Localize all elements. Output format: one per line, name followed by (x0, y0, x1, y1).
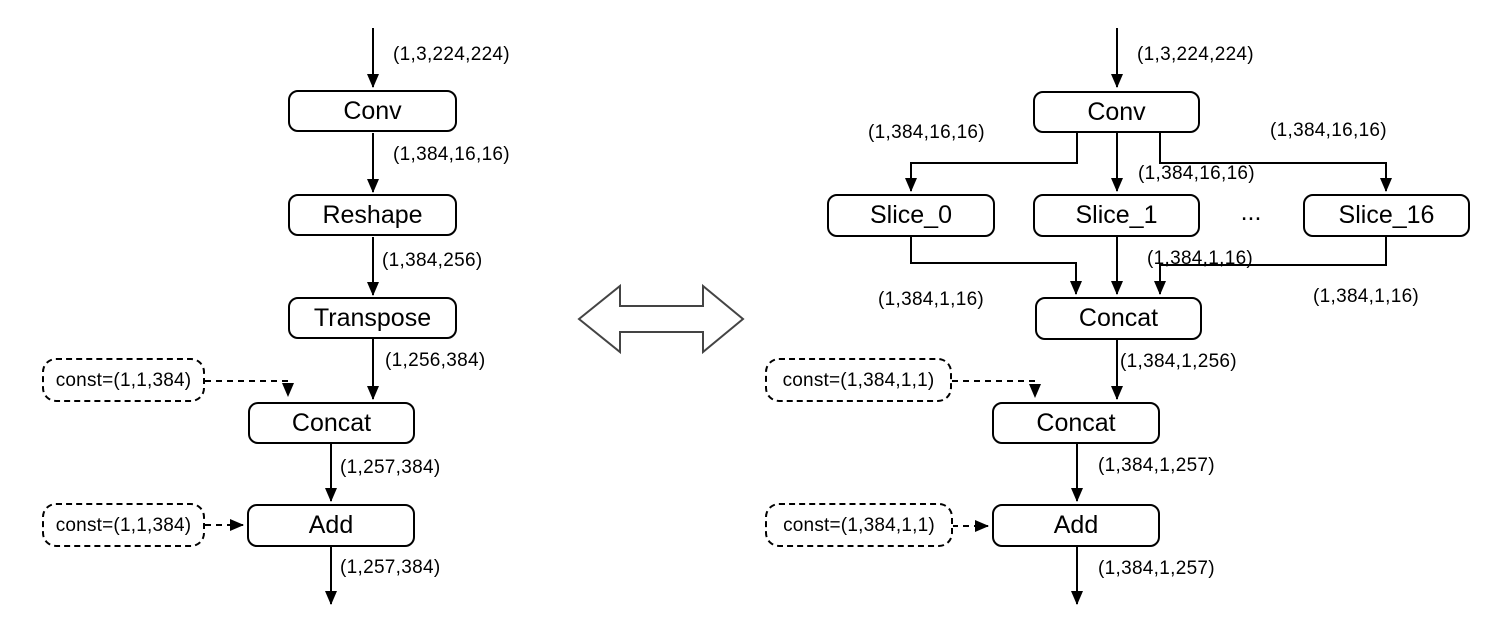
const-node-add-right: const=(1,384,1,1) (765, 503, 953, 547)
connector-conv-slice16 (1159, 133, 1392, 192)
edge-label-add-out-left: (1,257,384) (340, 557, 441, 578)
edge-label-conv-out-left: (1,384,16,16) (393, 144, 510, 165)
edge-label-transpose-out: (1,256,384) (385, 350, 486, 371)
node-concat2-right: Concat (992, 402, 1160, 444)
edge-label-concat1-out: (1,384,1,256) (1120, 351, 1237, 372)
node-slice-16: Slice_16 (1303, 194, 1470, 237)
node-concat-left: Concat (248, 402, 415, 444)
node-conv-left: Conv (288, 90, 457, 132)
edge-label-add-out-right: (1,384,1,257) (1098, 558, 1215, 579)
equivalence-double-arrow-icon (577, 283, 745, 355)
node-concat1-right: Concat (1035, 297, 1202, 340)
node-slice-1: Slice_1 (1033, 194, 1200, 237)
const-node-concat-right: const=(1,384,1,1) (765, 358, 952, 402)
edge-label-slice0-out: (1,384,1,16) (878, 289, 985, 310)
node-reshape: Reshape (288, 194, 457, 236)
node-add-left: Add (247, 504, 415, 547)
edge-label-conv-out-left-branch: (1,384,16,16) (868, 122, 985, 143)
connector-const-concat-left (205, 380, 294, 397)
edge-label-concat-out-left: (1,257,384) (340, 457, 441, 478)
connector-slice16-concat1 (1154, 237, 1387, 295)
slices-ellipsis: ... (1240, 198, 1262, 226)
edge-label-conv-out-right-branch: (1,384,16,16) (1270, 120, 1387, 141)
const-node-add-left: const=(1,1,384) (42, 503, 205, 547)
node-slice-0: Slice_0 (827, 194, 995, 237)
node-conv-right: Conv (1033, 91, 1200, 133)
connector-const-concat-right (952, 380, 1041, 398)
connector-slice0-concat1 (910, 237, 1082, 295)
edge-label-concat2-out: (1,384,1,257) (1098, 455, 1215, 476)
edge-label-slice16-out: (1,384,1,16) (1313, 286, 1420, 307)
connector-conv-slice0 (905, 133, 1078, 192)
node-transpose: Transpose (288, 297, 457, 339)
edge-label-input-right: (1,3,224,224) (1137, 44, 1254, 65)
edge-label-reshape-out: (1,384,256) (382, 250, 483, 271)
node-add-right: Add (992, 504, 1160, 547)
const-node-concat-left: const=(1,1,384) (42, 358, 205, 402)
edge-label-conv-out-mid-branch: (1,384,16,16) (1138, 163, 1255, 184)
edge-label-input-left: (1,3,224,224) (393, 44, 510, 65)
edge-label-slice1-out: (1,384,1,16) (1147, 248, 1254, 269)
